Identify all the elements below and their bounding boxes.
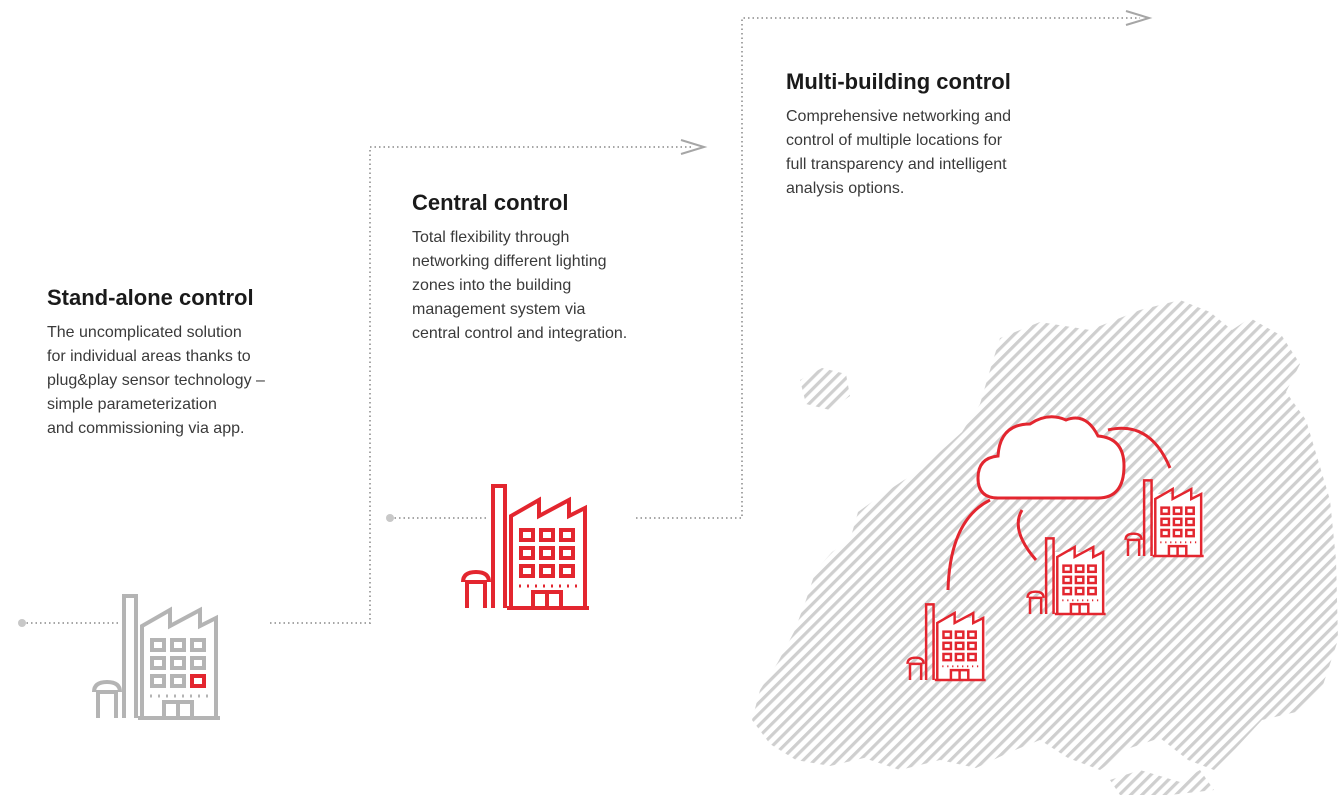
step-title: Stand-alone control — [47, 285, 254, 310]
factory-icon — [461, 484, 591, 610]
step-description: Comprehensive networking and control of … — [786, 108, 1012, 197]
cloud-icon — [976, 415, 1126, 500]
step-multi-building: Multi-building control Comprehensive net… — [786, 69, 1096, 201]
factory-icon — [906, 603, 987, 682]
step-title: Central control — [412, 190, 569, 215]
path-dot-central — [386, 514, 394, 522]
step-central: Central control Total flexibility throug… — [412, 190, 722, 346]
progression-path — [22, 17, 1140, 624]
cloud-network-icon — [946, 415, 1172, 591]
path-start-dot — [18, 619, 26, 627]
factory-icon — [1124, 479, 1205, 558]
arrow-head-icon — [1125, 10, 1153, 26]
step-description: Total flexibility through networking dif… — [412, 229, 628, 342]
arrow-head-icon — [680, 139, 708, 155]
step-standalone: Stand-alone control The uncomplicated so… — [47, 285, 347, 441]
step-title: Multi-building control — [786, 69, 1011, 94]
factory-icon — [92, 594, 222, 720]
factory-icon — [1026, 537, 1107, 616]
step-description: The uncomplicated solution for individua… — [47, 324, 265, 437]
europe-map — [752, 300, 1338, 795]
